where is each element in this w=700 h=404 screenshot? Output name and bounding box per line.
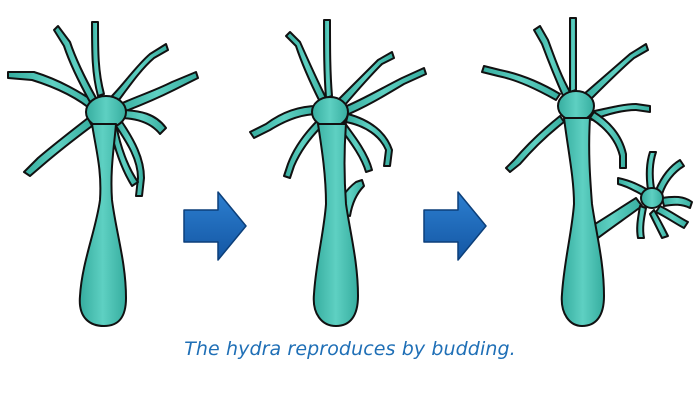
bud-tentacle (661, 195, 693, 209)
tentacle (115, 121, 145, 197)
bud-tentacle (617, 177, 649, 197)
tentacle (109, 123, 139, 187)
tentacle (505, 115, 565, 173)
tentacle (589, 111, 627, 169)
hydra-bud-forming (249, 19, 427, 327)
diagram-caption: The hydra reproduces by budding. (184, 338, 516, 360)
tentacle (323, 19, 333, 99)
bud-tentacle (645, 151, 657, 191)
tentacle (91, 21, 105, 97)
hydra-head (557, 90, 595, 122)
tentacle (117, 109, 167, 135)
right-arrow-icon (183, 191, 247, 261)
tentacle (339, 121, 373, 173)
tentacle (589, 103, 651, 121)
tentacle (285, 31, 327, 103)
tentacle (53, 25, 97, 103)
bud-tentacle (636, 205, 647, 239)
hydra-bud-developed (481, 17, 693, 327)
tentacle (583, 43, 649, 101)
tentacle (7, 71, 99, 113)
tentacle (569, 17, 578, 93)
bud-tentacle (655, 159, 685, 195)
tentacle (115, 71, 199, 115)
tentacle (283, 119, 323, 179)
bud-head (640, 187, 664, 209)
bud-tentacle (649, 209, 669, 239)
tentacle (341, 67, 427, 117)
tentacle (249, 105, 319, 139)
right-arrow-icon (423, 191, 487, 261)
tentacle (481, 65, 561, 101)
tentacle (533, 25, 571, 99)
hydra-body (78, 123, 127, 327)
hydra-body (312, 123, 359, 327)
hydra-body (560, 117, 605, 327)
hydra-head (311, 96, 349, 128)
tentacle (345, 113, 393, 167)
tentacle (337, 51, 395, 107)
tentacle (109, 43, 169, 105)
tentacle (23, 117, 93, 177)
hydra-adult (7, 21, 199, 327)
bud-tentacle (655, 205, 689, 229)
